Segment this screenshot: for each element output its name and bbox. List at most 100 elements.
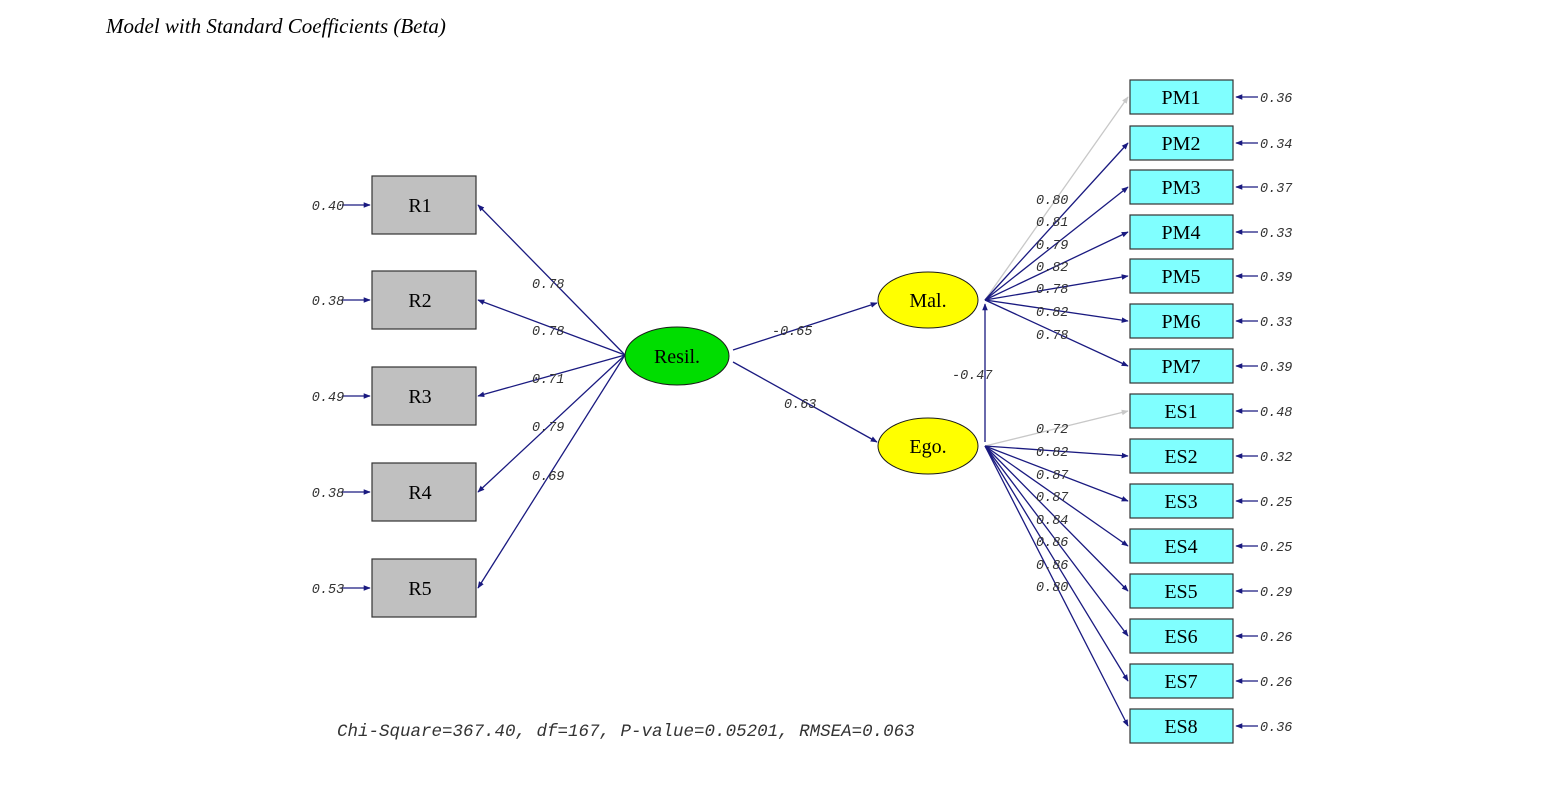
indicator-label-es7: ES7 [1164, 671, 1197, 693]
loading-value-es6: 0.86 [1036, 536, 1068, 551]
indicator-box-es4 [1129, 528, 1234, 564]
loading-path-r3 [477, 354, 626, 398]
loading-path-es1 [984, 409, 1129, 447]
path-resil-to-ego [732, 361, 878, 443]
loading-value-r2: 0.78 [532, 325, 564, 340]
indicator-label-r2: R2 [408, 290, 431, 312]
loading-path-pm7 [984, 299, 1129, 367]
loading-path-pm1 [984, 96, 1129, 301]
error-value-r1: 0.40 [312, 200, 344, 215]
error-value-pm3: 0.37 [1260, 182, 1293, 197]
latent-resil-label: Resil. [654, 346, 700, 368]
indicator-label-pm7: PM7 [1162, 356, 1201, 378]
indicator-box-es7 [1129, 663, 1234, 699]
loading-value-r3: 0.71 [532, 373, 564, 388]
indicator-label-es2: ES2 [1164, 446, 1197, 468]
indicator-label-r4: R4 [408, 482, 431, 504]
loading-value-r4: 0.79 [532, 421, 564, 436]
error-value-pm5: 0.39 [1260, 271, 1292, 286]
error-value-es7: 0.26 [1260, 676, 1292, 691]
loading-value-es3: 0.87 [1036, 469, 1069, 484]
loading-value-es5: 0.84 [1036, 514, 1068, 529]
indicator-label-pm6: PM6 [1162, 311, 1201, 333]
error-value-es8: 0.36 [1260, 721, 1292, 736]
indicator-box-pm4 [1129, 214, 1234, 250]
latent-resil-shape [624, 326, 730, 386]
path-coef-resil-ego: 0.63 [784, 398, 816, 413]
loading-value-r1: 0.78 [532, 278, 564, 293]
loading-path-es3 [984, 445, 1129, 502]
loading-value-pm7: 0.78 [1036, 329, 1068, 344]
latent-ego-label: Ego. [909, 436, 946, 458]
indicator-box-es1 [1129, 393, 1234, 429]
loading-value-es8: 0.80 [1036, 581, 1068, 596]
loading-path-r2 [477, 299, 626, 356]
labels-layer: -0.65 0.63 -0.47 Chi-Square=367.40, df=1… [312, 87, 1294, 742]
loading-path-es4 [984, 445, 1129, 547]
indicator-label-es8: ES8 [1164, 716, 1197, 738]
loading-path-pm5 [984, 274, 1129, 301]
error-value-pm7: 0.39 [1260, 361, 1292, 376]
path-coef-resil-mal: -0.65 [772, 325, 813, 340]
loading-value-pm6: 0.82 [1036, 306, 1068, 321]
loading-value-pm1: 0.80 [1036, 194, 1068, 209]
error-value-pm6: 0.33 [1260, 316, 1292, 331]
loading-path-es2 [984, 445, 1129, 459]
error-value-es6: 0.26 [1260, 631, 1292, 646]
latent-ego-shape [877, 417, 979, 475]
error-value-r4: 0.38 [312, 487, 344, 502]
latent-mal-label: Mal. [909, 290, 946, 312]
indicator-box-pm5 [1129, 258, 1234, 294]
error-value-r2: 0.38 [312, 295, 344, 310]
loading-value-es1: 0.72 [1036, 423, 1068, 438]
indicator-label-r1: R1 [408, 195, 431, 217]
loading-path-es6 [984, 445, 1129, 637]
indicator-label-pm2: PM2 [1162, 133, 1201, 155]
error-value-es1: 0.48 [1260, 406, 1292, 421]
loading-path-r4 [477, 354, 626, 493]
loading-path-pm4 [984, 231, 1129, 301]
indicator-box-r1 [371, 175, 477, 235]
loading-path-es8 [984, 445, 1129, 727]
indicator-label-r3: R3 [408, 386, 431, 408]
indicator-label-es5: ES5 [1164, 581, 1197, 603]
indicator-box-r4 [371, 462, 477, 522]
loading-value-es7: 0.86 [1036, 559, 1068, 574]
indicator-box-es2 [1129, 438, 1234, 474]
figure-caption: Model with Standard Coefficients (Beta) [106, 14, 446, 38]
indicator-label-es1: ES1 [1164, 401, 1197, 423]
indicator-label-es3: ES3 [1164, 491, 1197, 513]
loading-value-es4: 0.87 [1036, 491, 1069, 506]
error-value-r5: 0.53 [312, 583, 344, 598]
error-value-es4: 0.25 [1260, 541, 1292, 556]
path-coef-ego-mal: -0.47 [952, 369, 993, 384]
indicator-box-es6 [1129, 618, 1234, 654]
indicator-label-pm3: PM3 [1162, 177, 1201, 199]
loading-path-es5 [984, 445, 1129, 592]
indicator-label-es4: ES4 [1164, 536, 1197, 558]
error-value-r3: 0.49 [312, 391, 344, 406]
indicator-box-pm6 [1129, 303, 1234, 339]
loading-path-pm2 [984, 142, 1129, 301]
nodes-layer: Resil. Mal. Ego. [371, 79, 1234, 744]
indicator-label-r5: R5 [408, 578, 431, 600]
loading-value-pm4: 0.82 [1036, 261, 1068, 276]
error-value-pm1: 0.36 [1260, 92, 1292, 107]
indicator-label-pm1: PM1 [1162, 87, 1201, 109]
indicator-box-pm2 [1129, 125, 1234, 161]
indicator-label-pm4: PM4 [1162, 222, 1201, 244]
loading-value-pm3: 0.79 [1036, 239, 1068, 254]
loading-path-pm3 [984, 186, 1129, 301]
indicator-box-es5 [1129, 573, 1234, 609]
indicator-box-es3 [1129, 483, 1234, 519]
indicator-box-pm3 [1129, 169, 1234, 205]
indicator-label-es6: ES6 [1164, 626, 1197, 648]
loading-path-pm6 [984, 299, 1129, 323]
indicator-box-r5 [371, 558, 477, 618]
error-value-es2: 0.32 [1260, 451, 1292, 466]
loading-path-es7 [984, 445, 1129, 682]
loading-value-pm5: 0.78 [1036, 283, 1068, 298]
loading-path-r1 [477, 204, 626, 356]
loading-path-r5 [477, 354, 626, 589]
